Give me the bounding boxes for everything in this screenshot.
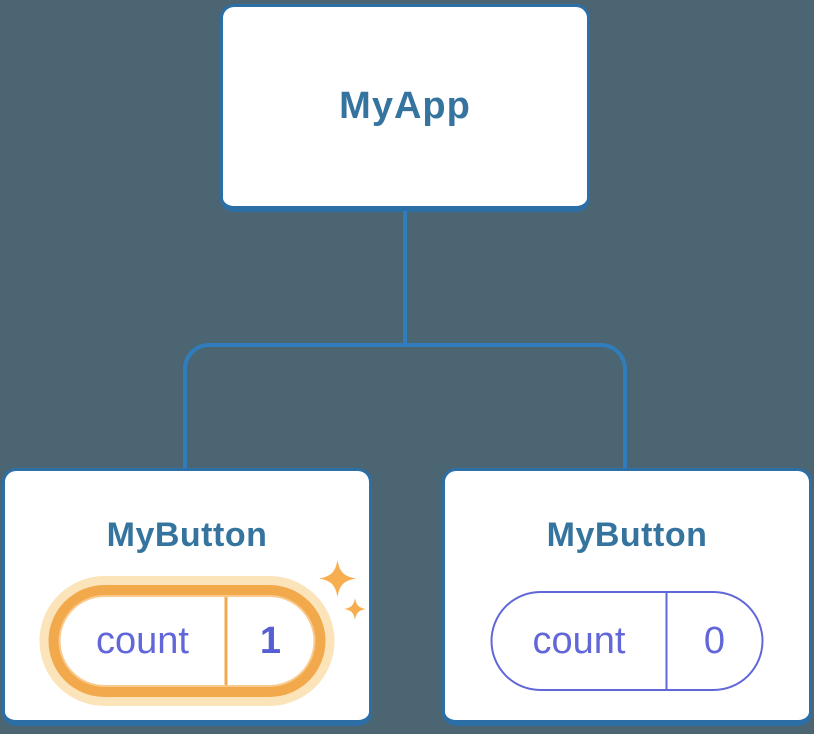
root-component-label: MyApp	[339, 85, 471, 127]
connector-branch-bracket	[183, 343, 627, 468]
child-component-label: MyButton	[106, 516, 268, 554]
state-key-label: count	[96, 619, 189, 662]
connector-stem	[403, 211, 407, 344]
state-key-label: count	[532, 619, 626, 662]
sparkle-large-icon	[319, 560, 356, 597]
root-component-card: MyApp	[220, 4, 590, 212]
sparkle-small-icon	[344, 598, 366, 620]
state-pill-plain: count 0	[490, 591, 764, 691]
state-pill-glow: count 1	[39, 576, 335, 706]
child-component-label: MyButton	[546, 516, 708, 554]
state-pill: count 0	[490, 591, 764, 691]
state-pill-ring: count 1	[48, 585, 326, 697]
state-pill: count 1	[58, 595, 316, 687]
state-value: 0	[703, 619, 726, 662]
child-component-card-left: MyButton count 1	[2, 468, 372, 726]
state-value: 1	[259, 619, 282, 662]
child-component-card-right: MyButton count 0	[442, 468, 812, 726]
state-pill-highlighted: count 1	[39, 576, 335, 706]
